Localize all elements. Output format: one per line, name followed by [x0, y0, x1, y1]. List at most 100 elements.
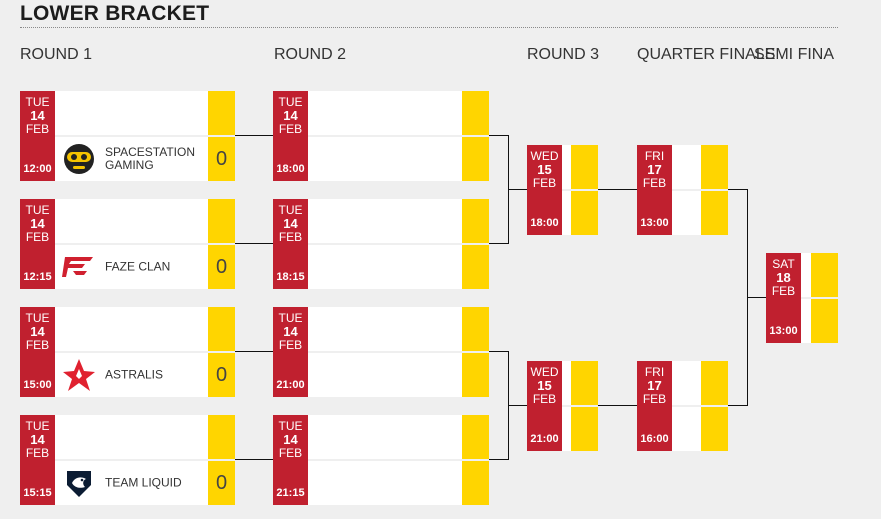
- connector-line: [489, 135, 508, 136]
- connector-line: [598, 405, 637, 406]
- team-slot-empty: [672, 191, 728, 235]
- team-name: SPACESTATION GAMING: [105, 145, 196, 172]
- match-time: 12:15: [23, 271, 52, 283]
- score-box: 0: [208, 353, 235, 397]
- semi-finals-label: SEMI FINA: [754, 46, 835, 63]
- day: 14: [283, 216, 298, 231]
- score-box: [701, 361, 728, 405]
- team-slot-empty: [308, 415, 489, 459]
- round3-match-2[interactable]: WED 15 FEB 21:00: [527, 361, 598, 451]
- round2-match-2[interactable]: TUE 14 FEB 18:15: [273, 199, 489, 289]
- match-time: 18:00: [530, 217, 559, 229]
- round3-match-1[interactable]: WED 15 FEB 18:00: [527, 145, 598, 235]
- score-box: [208, 307, 235, 351]
- weekday: WED: [530, 365, 559, 379]
- team-slot[interactable]: TEAM LIQUID 0: [55, 461, 235, 505]
- month: FEB: [532, 392, 557, 406]
- round-1-label: ROUND 1: [20, 46, 93, 63]
- month: FEB: [642, 176, 667, 190]
- month: FEB: [278, 230, 303, 244]
- round2-match-4[interactable]: TUE 14 FEB 21:15: [273, 415, 489, 505]
- day: 17: [647, 162, 662, 177]
- month: FEB: [25, 230, 50, 244]
- connector-line: [235, 135, 273, 136]
- month: FEB: [25, 122, 50, 136]
- team-liquid-logo-icon: [67, 471, 91, 497]
- spacestation-gaming-logo-icon: [64, 144, 94, 174]
- score-box: [462, 415, 489, 459]
- month: FEB: [532, 176, 557, 190]
- score-box: [811, 253, 838, 297]
- match-date: WED 15 FEB 21:00: [527, 361, 562, 451]
- match-time: 21:15: [276, 487, 305, 499]
- team-slot-empty: [308, 461, 489, 505]
- team-slot-empty: [308, 307, 489, 351]
- score-box: [571, 145, 598, 189]
- score-box: [701, 407, 728, 451]
- team-name: FAZE CLAN: [105, 259, 171, 274]
- score-box: [701, 145, 728, 189]
- match-time: 16:00: [640, 433, 669, 445]
- score-box: [701, 191, 728, 235]
- round-3-label: ROUND 3: [527, 46, 600, 63]
- score-box: 0: [208, 461, 235, 505]
- round1-match-1[interactable]: TUE 14 FEB 12:00 SPACESTATION GAMING 0: [20, 91, 235, 181]
- day: 14: [283, 432, 298, 447]
- connector-line: [747, 297, 766, 298]
- team-slot-empty: [55, 91, 235, 135]
- quarter-final-match-2[interactable]: FRI 17 FEB 16:00: [637, 361, 728, 451]
- match-time: 21:00: [276, 379, 305, 391]
- connector-line: [489, 351, 508, 352]
- day: 15: [537, 162, 552, 177]
- team-slot-empty: [562, 191, 598, 235]
- score-box: [571, 361, 598, 405]
- round1-match-2[interactable]: TUE 14 FEB 12:15 FAZE CLAN 0: [20, 199, 235, 289]
- match-date: SAT 18 FEB 13:00: [766, 253, 801, 343]
- team-slot-empty: [672, 407, 728, 451]
- month: FEB: [771, 284, 796, 298]
- connector-line: [598, 189, 637, 190]
- score-box: [462, 353, 489, 397]
- astralis-logo-icon: [63, 359, 95, 391]
- round2-match-3[interactable]: TUE 14 FEB 21:00: [273, 307, 489, 397]
- team-slot[interactable]: ASTRALIS 0: [55, 353, 235, 397]
- match-date: TUE 14 FEB 21:15: [273, 415, 308, 505]
- team-slot[interactable]: FAZE CLAN 0: [55, 245, 235, 289]
- round1-match-4[interactable]: TUE 14 FEB 15:15 TEAM LIQUID 0: [20, 415, 235, 505]
- round2-match-1[interactable]: TUE 14 FEB 18:00: [273, 91, 489, 181]
- team-slot-empty: [308, 91, 489, 135]
- connector-line: [235, 459, 273, 460]
- score-box: [462, 91, 489, 135]
- match-time: 15:15: [23, 487, 52, 499]
- faze-clan-logo-icon: [62, 257, 93, 277]
- weekday: TUE: [25, 419, 50, 433]
- day: 14: [30, 108, 45, 123]
- connector-line: [489, 243, 508, 244]
- round1-match-3[interactable]: TUE 14 FEB 15:00 ASTRALIS 0: [20, 307, 235, 397]
- day: 14: [30, 432, 45, 447]
- weekday: TUE: [278, 311, 303, 325]
- score-box: [208, 91, 235, 135]
- day: 14: [30, 324, 45, 339]
- weekday: TUE: [25, 95, 50, 109]
- match-date: TUE 14 FEB 18:15: [273, 199, 308, 289]
- month: FEB: [25, 338, 50, 352]
- quarter-final-match-1[interactable]: FRI 17 FEB 13:00: [637, 145, 728, 235]
- weekday: FRI: [644, 365, 665, 379]
- match-date: TUE 14 FEB 15:15: [20, 415, 55, 505]
- match-date: TUE 14 FEB 21:00: [273, 307, 308, 397]
- team-slot-empty: [562, 361, 598, 405]
- score-box: [571, 191, 598, 235]
- match-date: TUE 14 FEB 12:15: [20, 199, 55, 289]
- quarter-finals-label: QUARTER FINALS: [637, 46, 776, 63]
- day: 14: [283, 108, 298, 123]
- score-box: [462, 245, 489, 289]
- connector-line: [508, 189, 527, 190]
- team-slot-empty: [562, 145, 598, 189]
- connector-line: [489, 459, 508, 460]
- weekday: FRI: [644, 149, 665, 163]
- connector-line: [508, 405, 527, 406]
- team-slot[interactable]: SPACESTATION GAMING 0: [55, 137, 235, 181]
- semi-final-match-1[interactable]: SAT 18 FEB 13:00: [766, 253, 838, 343]
- score-box: [208, 199, 235, 243]
